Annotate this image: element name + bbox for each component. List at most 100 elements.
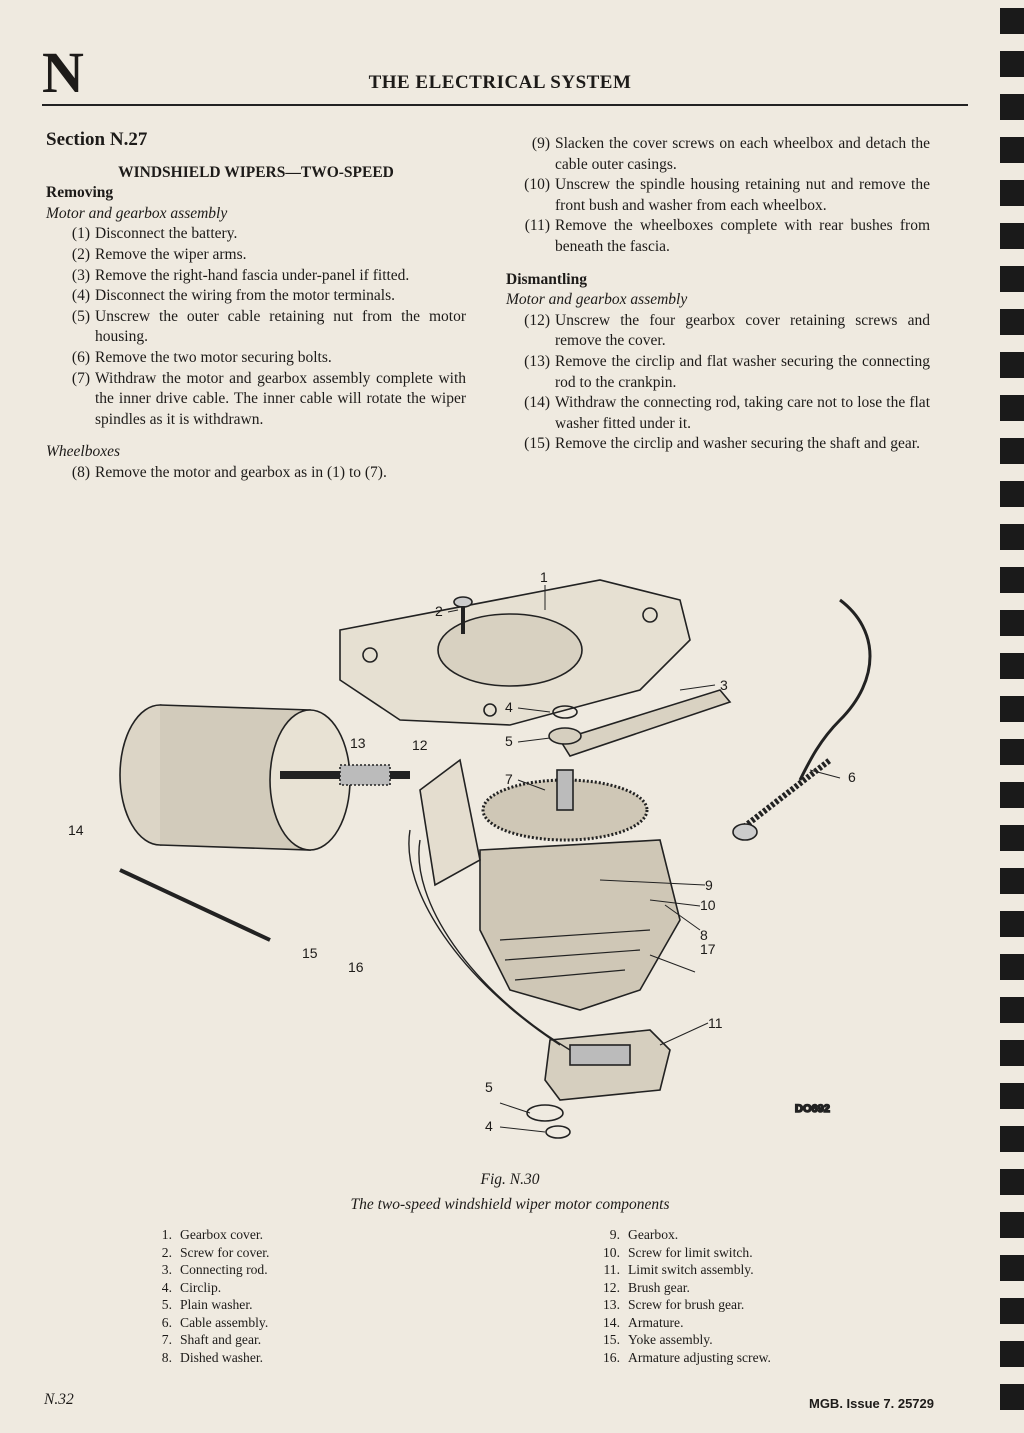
procedure-step: (4) Disconnect the wiring from the motor … xyxy=(46,286,466,307)
binding-ring xyxy=(1000,1083,1024,1109)
legend-item: 13.Screw for brush gear. xyxy=(588,1296,908,1314)
binding-ring xyxy=(1000,481,1024,507)
armature-coil xyxy=(339,764,391,786)
wheelboxes-heading: Wheelboxes xyxy=(46,443,121,461)
brush-gear xyxy=(419,758,481,887)
binding-ring xyxy=(1000,309,1024,335)
legend-number: 11. xyxy=(603,1262,621,1277)
legend-number: 9. xyxy=(609,1227,620,1242)
wiring-leads xyxy=(408,829,571,1051)
procedure-step: (3)Remove the right-hand fascia under-pa… xyxy=(46,266,466,287)
legend-number: 15. xyxy=(603,1332,620,1347)
step-text: Remove the wiper arms. xyxy=(95,245,247,263)
step-number: (11) xyxy=(524,217,550,235)
binding-ring xyxy=(1000,567,1024,593)
binding-ring xyxy=(1000,610,1024,636)
legend-item: 6. Cable assembly. xyxy=(140,1314,440,1332)
binding-ring xyxy=(1000,739,1024,765)
callout-label: 15 xyxy=(302,945,318,961)
step-text: Remove the two motor securing bolts. xyxy=(95,348,332,366)
gear-shaft xyxy=(556,769,574,811)
cover-boss xyxy=(437,613,583,687)
cover-hole-c xyxy=(483,703,497,717)
chapter-letter: N xyxy=(42,40,84,105)
procedure-step: (12)Unscrew the four gearbox cover retai… xyxy=(506,311,930,352)
callout-label: 10 xyxy=(700,897,716,913)
motor-gearbox-heading: Motor and gearbox assembly xyxy=(46,204,228,222)
legend-number: 6. xyxy=(161,1314,172,1330)
legend-number: 2. xyxy=(161,1244,172,1260)
legend-text: Gearbox cover. xyxy=(180,1227,264,1242)
removing-steps: (1) Disconnect the battery. (2) Remove the … xyxy=(46,224,466,430)
legend-number: 10. xyxy=(603,1244,620,1260)
legend-text: Circlip. xyxy=(180,1279,222,1295)
legend-item: 9.Gearbox. xyxy=(588,1226,908,1244)
legend-number: 14. xyxy=(603,1314,620,1330)
dismantling-steps: (12)Unscrew the four gearbox cover retai… xyxy=(506,311,930,455)
legend-text: Armature. xyxy=(628,1314,684,1330)
step-number: (15) xyxy=(524,435,550,453)
spiral-binding xyxy=(990,0,1024,1433)
callout-label: 16 xyxy=(348,959,364,975)
header-rule xyxy=(42,104,968,106)
legend-item: 1. Gearbox cover. xyxy=(140,1226,440,1244)
step-number: (8) xyxy=(71,463,90,481)
callout-label: 12 xyxy=(412,737,428,753)
legend-number: 8. xyxy=(161,1349,172,1365)
legend-item: 15. Yoke assembly. xyxy=(588,1331,908,1349)
step-number: (4) xyxy=(71,287,90,305)
legend-text: Screw for cover. xyxy=(180,1244,270,1260)
binding-ring xyxy=(1000,1298,1024,1324)
legend-text: Brush gear. xyxy=(628,1279,690,1295)
legend-item: 7.Shaft and gear. xyxy=(140,1331,440,1349)
left-column: Section N.27 WINDSHIELD WIPERS—TWO-SPEED… xyxy=(46,129,466,484)
binding-ring xyxy=(1000,825,1024,851)
legend-text: Screw for brush gear. xyxy=(628,1297,745,1312)
legend-number: 5. xyxy=(161,1297,172,1312)
right-column: (9)Slacken the cover screws on each whee… xyxy=(506,134,930,455)
legend-text: Screw for limit switch. xyxy=(628,1244,753,1260)
step-text: Unscrew the outer cable retaining nut fr… xyxy=(95,307,466,346)
callout-label: 5 xyxy=(485,1079,493,1095)
legend-item: 16.Armature adjusting screw. xyxy=(588,1349,908,1367)
cover-screw xyxy=(453,596,473,634)
procedure-step: (15) Remove the circlip and washer securi… xyxy=(506,434,930,455)
step-number: (9) xyxy=(531,135,550,152)
step-number: (7) xyxy=(71,369,90,387)
binding-ring xyxy=(1000,1384,1024,1410)
step-text: Remove the circlip and flat washer secur… xyxy=(555,352,930,391)
wheelbox-steps-right: (9)Slacken the cover screws on each whee… xyxy=(506,134,930,258)
callout-label: 14 xyxy=(68,822,84,838)
step-text: Unscrew the spindle housing retaining nu… xyxy=(555,176,930,214)
legend-number: 16. xyxy=(603,1349,620,1365)
binding-ring xyxy=(1000,954,1024,980)
legend-number: 1. xyxy=(161,1227,172,1242)
legend-text: Yoke assembly. xyxy=(628,1332,713,1347)
issue-info: MGB. Issue 7. 25729 xyxy=(808,1396,934,1411)
callout-label: 3 xyxy=(720,677,728,693)
dismantling-motor-heading: Motor and gearbox assembly xyxy=(506,291,688,309)
gearbox-body xyxy=(479,839,681,1011)
step-text: Disconnect the battery. xyxy=(95,225,238,243)
step-number: (2) xyxy=(71,245,90,263)
step-text: Disconnect the wiring from the motor ter… xyxy=(95,287,396,305)
removing-heading: Removing xyxy=(46,184,114,202)
binding-ring xyxy=(1000,997,1024,1023)
cable-spring xyxy=(738,757,832,833)
step-number: (1) xyxy=(71,225,90,243)
binding-ring xyxy=(1000,137,1024,163)
step-number: (10) xyxy=(524,176,550,194)
subsection-heading: WINDSHIELD WIPERS—TWO-SPEED xyxy=(118,163,394,181)
legend-item: 14. Armature. xyxy=(588,1314,908,1332)
step-text: Withdraw the connecting rod, taking care… xyxy=(555,394,930,432)
step-number: (14) xyxy=(524,394,550,412)
legend-item: 3.Connecting rod. xyxy=(140,1261,440,1279)
binding-ring xyxy=(1000,1169,1024,1195)
step-text: Remove the circlip and washer securing t… xyxy=(555,435,920,453)
legend-text: Cable assembly. xyxy=(180,1314,269,1330)
binding-ring xyxy=(1000,94,1024,120)
binding-ring xyxy=(1000,524,1024,550)
